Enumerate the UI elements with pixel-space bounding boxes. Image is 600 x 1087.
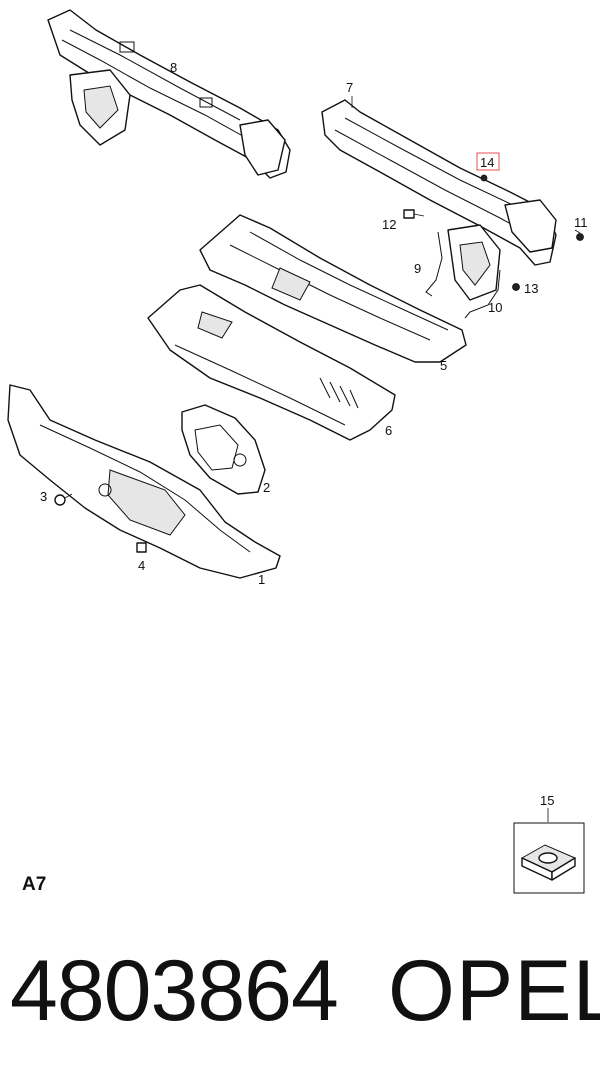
part-12-bolt (403, 209, 425, 219)
callout-11: 11 (574, 215, 588, 230)
part-2-insulator (181, 404, 266, 495)
part-number: 4803864 (10, 943, 339, 1039)
part-15-inset (513, 822, 585, 894)
callout-10: 10 (488, 300, 502, 315)
callout-7: 7 (346, 80, 353, 95)
part-14-nut (480, 174, 488, 182)
part-5-cowl-panel (199, 214, 467, 363)
callout-9: 9 (414, 261, 421, 276)
callout-1: 1 (258, 572, 265, 587)
part-13-nut (512, 283, 520, 291)
part-10-wire-bracket (464, 269, 501, 319)
highlight-box (476, 152, 500, 171)
callout-5: 5 (440, 358, 447, 373)
callout-13: 13 (524, 281, 538, 296)
callout-4: 4 (138, 558, 145, 573)
exploded-parts-diagram: 1 2 3 4 5 6 7 8 9 10 11 12 13 14 15 (7, 9, 588, 894)
part-3-bolt (54, 493, 73, 506)
part-4-nut (136, 542, 147, 553)
part-9-bracket (425, 231, 443, 297)
callout-2: 2 (263, 480, 270, 495)
callout-15: 15 (540, 793, 554, 808)
part-11-bolt (576, 233, 584, 241)
callout-6: 6 (385, 423, 392, 438)
part-7-cross-member (321, 99, 557, 301)
callout-3: 3 (40, 489, 47, 504)
section-label: A7 (22, 874, 47, 895)
callout-12: 12 (382, 217, 396, 232)
part-1-dash-panel (7, 384, 281, 579)
callout-8: 8 (170, 60, 177, 75)
part-8-cross-member (47, 9, 291, 179)
brand-name: OPEL (388, 943, 600, 1039)
part-6-lower-cowl (147, 284, 396, 441)
callout-14: 14 (480, 155, 494, 170)
